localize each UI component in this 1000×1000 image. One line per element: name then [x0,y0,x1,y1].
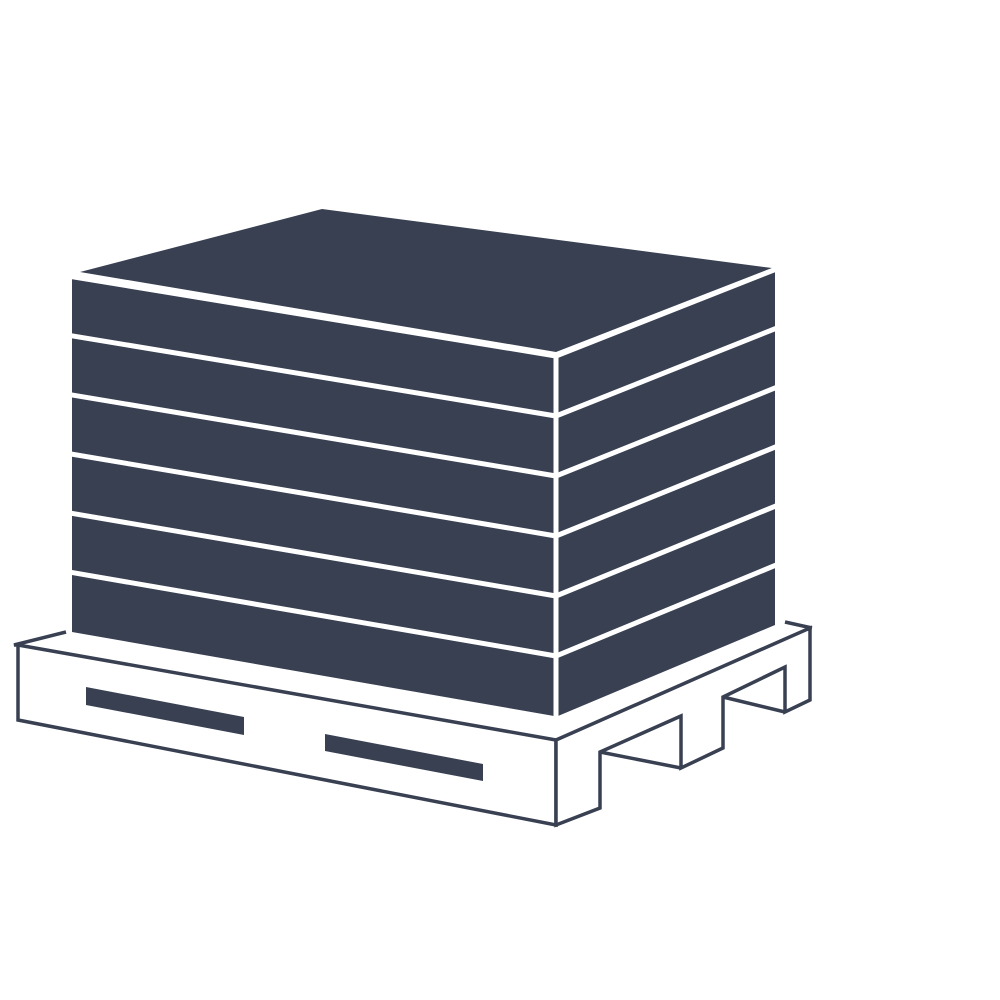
pallet-inner-edge-2 [722,695,786,714]
pallet-top-edge-left [13,630,67,647]
box-top-face [80,209,772,352]
pallet-slot-left [86,687,244,735]
layer-separators [67,265,780,720]
pallet [13,620,813,828]
pallet-top-edge-right [784,620,813,630]
pallet-slot-right [325,734,483,781]
pallet-right-face [554,625,812,828]
box-stack [67,209,780,720]
pallet-inner-edge-1 [599,750,682,770]
